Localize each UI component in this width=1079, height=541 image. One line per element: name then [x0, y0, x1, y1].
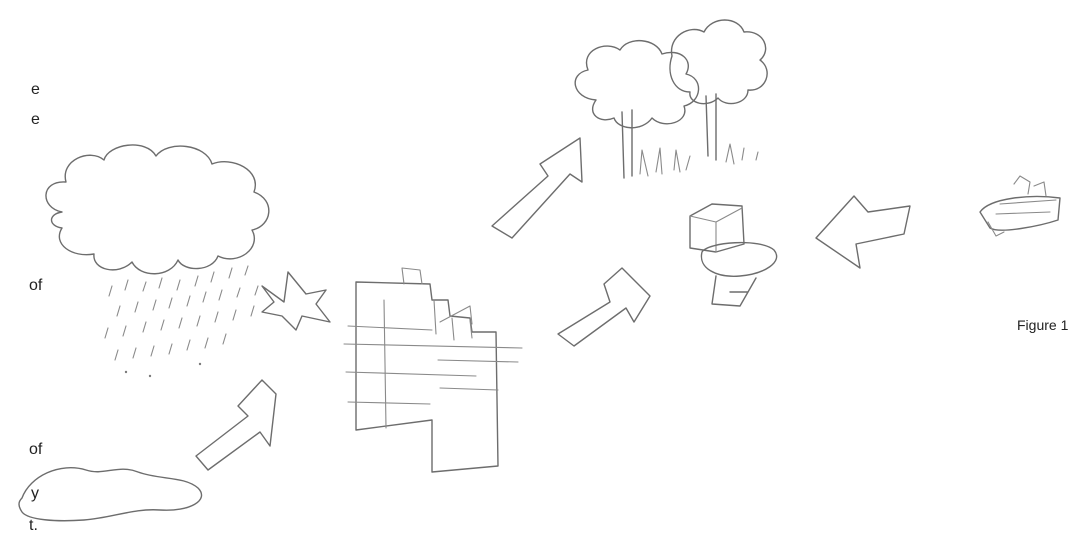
building-icon [344, 268, 522, 472]
figure-caption: Figure 1 [1017, 317, 1068, 333]
trees-icon [575, 20, 767, 178]
puddle-icon [19, 468, 202, 521]
building-to-trees-arrow [492, 138, 582, 238]
puddle-to-building-arrow [196, 380, 276, 470]
rain-cloud-icon [46, 145, 269, 377]
boat-to-toilet-arrow [816, 196, 910, 268]
cloud-to-building-arrow [262, 272, 330, 330]
building-to-toilet-arrow [558, 268, 650, 346]
rain-drops [105, 266, 258, 377]
boat-icon [980, 176, 1060, 236]
toilet-icon [690, 204, 777, 306]
